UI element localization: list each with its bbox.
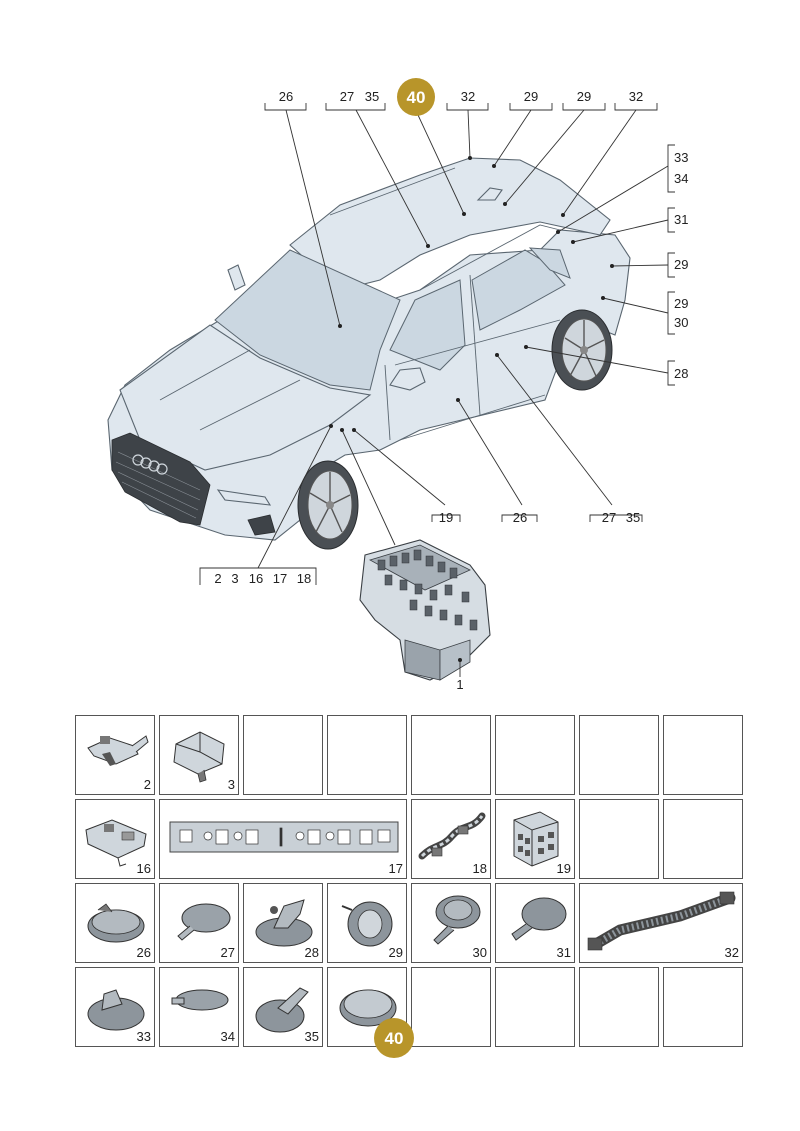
part-cell-16[interactable]: 16 <box>75 799 155 879</box>
part-number: 26 <box>136 945 151 960</box>
grommet-icon <box>87 989 145 1031</box>
grommet-icon <box>177 903 231 941</box>
callout-29: 29 <box>524 89 538 104</box>
part-number: 2 <box>143 777 151 792</box>
callout-29-b: 29 <box>577 89 591 104</box>
callout-35: 35 <box>365 89 379 104</box>
exploded-car-diagram: 26 27 35 40 32 29 29 32 33 34 31 29 29 3… <box>107 78 688 692</box>
empty-cell <box>327 715 407 795</box>
cable-harness-icon <box>418 812 486 860</box>
empty-cell <box>663 967 743 1047</box>
empty-cell <box>663 715 743 795</box>
grommet-icon <box>87 903 145 943</box>
cable-sleeve-icon <box>587 891 736 951</box>
parts-grid: 2 3 16 <box>75 715 743 1052</box>
part-number: 33 <box>136 1029 151 1044</box>
callout-17: 17 <box>273 571 287 586</box>
callout-29-c: 29 <box>674 257 688 272</box>
bottom-callouts: 19 26 27 35 2 3 16 17 18 1 <box>199 510 643 692</box>
callout-34: 34 <box>674 171 688 186</box>
empty-cell <box>495 715 575 795</box>
grommet-icon <box>171 989 229 1011</box>
callout-27-b: 27 <box>602 510 616 525</box>
grommet-icon <box>341 901 393 947</box>
callout-35-b: 35 <box>626 510 640 525</box>
callout-29-d: 29 <box>674 296 688 311</box>
callout-31: 31 <box>674 212 688 227</box>
highlight-badge-bottom: 40 <box>374 1018 414 1058</box>
instruction-label-icon <box>169 821 399 853</box>
part-number: 17 <box>388 861 403 876</box>
empty-cell <box>243 715 323 795</box>
grommet-icon <box>511 897 567 941</box>
leader-lines <box>257 109 669 677</box>
highlight-badge-40-text: 40 <box>407 88 426 107</box>
part-cell-19[interactable]: 19 <box>495 799 575 879</box>
part-cell-33[interactable]: 33 <box>75 967 155 1047</box>
car-illustration <box>107 157 631 550</box>
empty-cell <box>579 967 659 1047</box>
part-cell-30[interactable]: 30 <box>411 883 491 963</box>
part-number: 32 <box>724 945 739 960</box>
part-number: 30 <box>472 945 487 960</box>
callout-28: 28 <box>674 366 688 381</box>
callout-16: 16 <box>249 571 263 586</box>
callout-1: 1 <box>456 677 463 692</box>
part-cell-27[interactable]: 27 <box>159 883 239 963</box>
callout-33: 33 <box>674 150 688 165</box>
connector-block-icon <box>513 811 559 867</box>
callout-27: 27 <box>340 89 354 104</box>
right-callouts: 33 34 31 29 29 30 28 <box>667 144 688 386</box>
part-cell-34[interactable]: 34 <box>159 967 239 1047</box>
empty-cell <box>411 715 491 795</box>
leader-dots <box>329 156 614 662</box>
part-number: 3 <box>227 777 235 792</box>
part-cell-35[interactable]: 35 <box>243 967 323 1047</box>
empty-cell <box>579 715 659 795</box>
grommet-icon <box>433 895 481 945</box>
part-number: 31 <box>556 945 571 960</box>
grommet-icon <box>255 987 309 1033</box>
highlight-badge-40 <box>397 78 435 116</box>
empty-cell <box>663 799 743 879</box>
part-number: 29 <box>388 945 403 960</box>
relay-holder-icon <box>85 819 147 867</box>
part-number: 27 <box>220 945 235 960</box>
empty-cell <box>411 967 491 1047</box>
callout-19: 19 <box>439 510 453 525</box>
part-cell-32[interactable]: 32 <box>579 883 743 963</box>
part-number: 16 <box>136 861 151 876</box>
callout-32-b: 32 <box>629 89 643 104</box>
part-cell-28[interactable]: 28 <box>243 883 323 963</box>
part-number: 35 <box>304 1029 319 1044</box>
part-cell-18[interactable]: 18 <box>411 799 491 879</box>
callout-3: 3 <box>231 571 238 586</box>
callout-26-b: 26 <box>513 510 527 525</box>
part-number: 34 <box>220 1029 235 1044</box>
callout-32: 32 <box>461 89 475 104</box>
part-cell-3[interactable]: 3 <box>159 715 239 795</box>
part-cell-2[interactable]: 2 <box>75 715 155 795</box>
part-cell-31[interactable]: 31 <box>495 883 575 963</box>
grommet-icon <box>255 899 313 947</box>
fuse-box-illustration <box>359 539 491 681</box>
highlight-badge-bottom-text: 40 <box>385 1029 404 1048</box>
cap-icon <box>339 989 397 1027</box>
empty-cell <box>495 967 575 1047</box>
clip-icon <box>87 735 149 766</box>
part-number: 18 <box>472 861 487 876</box>
empty-cell <box>579 799 659 879</box>
callout-30: 30 <box>674 315 688 330</box>
part-number: 19 <box>556 861 571 876</box>
part-cell-17[interactable]: 17 <box>159 799 407 879</box>
bracket-icon <box>173 731 225 783</box>
part-number: 28 <box>304 945 319 960</box>
part-cell-40[interactable] <box>327 967 407 1047</box>
top-callouts: 26 27 35 40 32 29 29 32 <box>264 78 658 116</box>
callout-18: 18 <box>297 571 311 586</box>
part-cell-26[interactable]: 26 <box>75 883 155 963</box>
callout-2: 2 <box>214 571 221 586</box>
callout-26: 26 <box>279 89 293 104</box>
part-cell-29[interactable]: 29 <box>327 883 407 963</box>
